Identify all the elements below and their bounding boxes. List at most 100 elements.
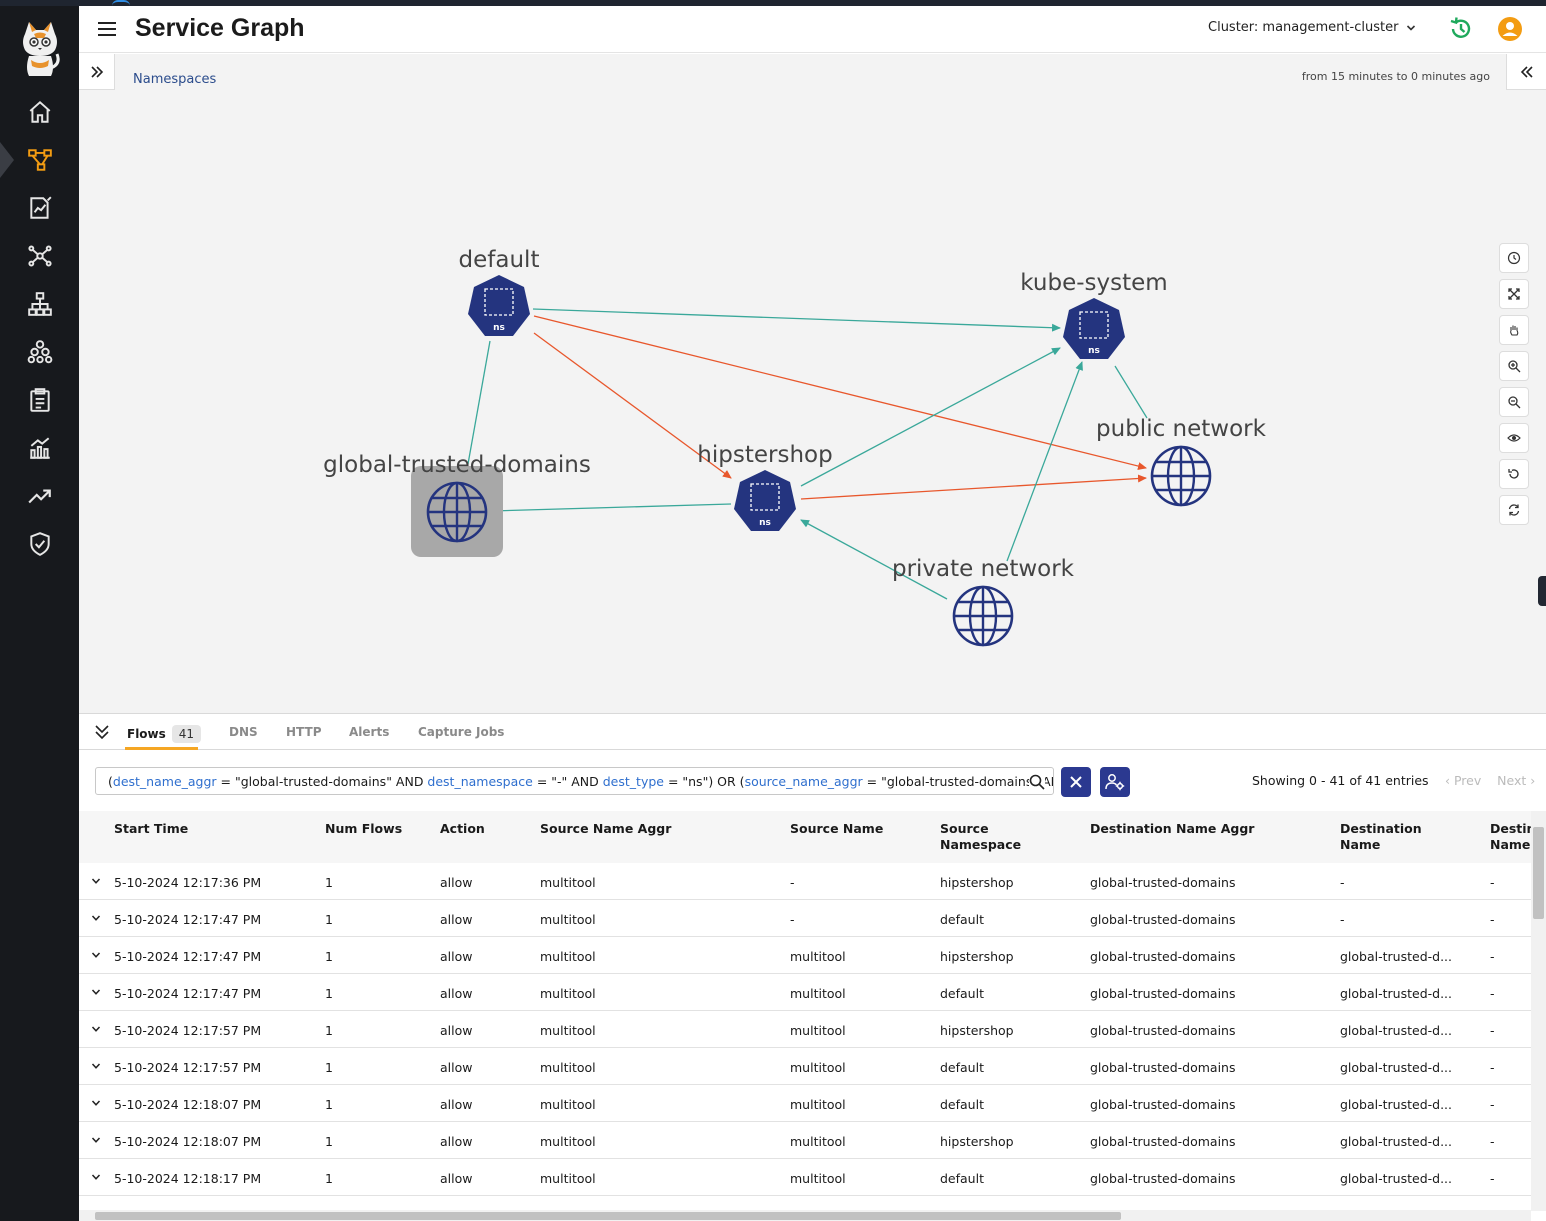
table-row[interactable]: 5-10-2024 12:17:47 PM1allowmultitoolmult…	[79, 937, 1531, 974]
row-expand-chevron-icon[interactable]	[91, 1061, 101, 1071]
sidebar-item-managed-clusters[interactable]	[0, 332, 79, 372]
refresh-icon	[1507, 503, 1521, 517]
zoom-in-icon	[1507, 359, 1521, 373]
service-graph-canvas[interactable]: Namespaces from 15 minutes to 0 minutes …	[79, 54, 1546, 714]
cell-num-flows: 1	[325, 1134, 333, 1149]
tab-flows[interactable]: Flows41	[127, 725, 201, 743]
active-tab-underline	[125, 747, 198, 750]
table-row[interactable]: 5-10-2024 12:17:57 PM1allowmultitoolmult…	[79, 1048, 1531, 1085]
sidebar-item-network[interactable]	[0, 236, 79, 276]
edge-private-kube-system[interactable]	[1007, 362, 1082, 561]
vertical-scrollbar[interactable]	[1531, 811, 1546, 1211]
row-expand-chevron-icon[interactable]	[91, 950, 101, 960]
row-expand-chevron-icon[interactable]	[91, 1172, 101, 1182]
row-expand-chevron-icon[interactable]	[91, 876, 101, 886]
horizontal-scroll-thumb[interactable]	[95, 1212, 1121, 1220]
time-tool-button[interactable]	[1499, 243, 1529, 273]
table-row[interactable]: 5-10-2024 12:17:47 PM1allowmultitoolmult…	[79, 974, 1531, 1011]
hamburger-menu-icon[interactable]	[97, 19, 117, 39]
col-num-flows[interactable]: Num Flows	[325, 821, 402, 837]
cell-num-flows: 1	[325, 875, 333, 890]
edge-hipstershop-public-network[interactable]	[801, 478, 1146, 499]
col-source-name[interactable]: Source Name	[790, 821, 883, 837]
tab-capture-jobs[interactable]: Capture Jobs	[418, 725, 504, 739]
edge-hipstershop-kube-system[interactable]	[801, 348, 1060, 486]
col-destination-namespace-line1: Destin	[1490, 821, 1531, 836]
sidebar-item-endpoints[interactable]	[0, 284, 79, 324]
edge-hipstershop-global-trusted[interactable]	[492, 504, 731, 511]
search-icon[interactable]	[1029, 774, 1045, 790]
sidebar-item-home[interactable]	[0, 92, 79, 132]
cell-num-flows: 1	[325, 1171, 333, 1186]
query-key: source_name_aggr	[745, 774, 863, 789]
tab-http[interactable]: HTTP	[286, 725, 321, 739]
edge-default-global-trusted[interactable]	[468, 341, 490, 464]
vertical-scroll-thumb[interactable]	[1533, 827, 1544, 919]
sidebar-item-activity[interactable]	[0, 476, 79, 516]
tab-alerts[interactable]: Alerts	[349, 725, 389, 739]
row-expand-chevron-icon[interactable]	[91, 1024, 101, 1034]
sidebar-item-compliance[interactable]	[0, 524, 79, 564]
table-row[interactable]: 5-10-2024 12:18:17 PM1allowmultitoolmult…	[79, 1159, 1531, 1196]
row-expand-chevron-icon[interactable]	[91, 987, 101, 997]
node-public-network-label: public network	[1096, 416, 1267, 442]
clear-filter-button[interactable]	[1061, 767, 1091, 797]
cluster-selector[interactable]: Cluster: management-cluster	[1208, 20, 1416, 35]
node-global-trusted-domains[interactable]	[411, 466, 503, 557]
double-chevron-down-icon[interactable]	[93, 723, 111, 741]
horizontal-scrollbar[interactable]	[79, 1210, 1531, 1221]
visibility-button[interactable]	[1499, 423, 1529, 453]
table-row[interactable]: 5-10-2024 12:17:36 PM1allowmultitool-hip…	[79, 863, 1531, 900]
col-action[interactable]: Action	[440, 821, 485, 837]
row-expand-chevron-icon[interactable]	[91, 1135, 101, 1145]
node-kube-system[interactable]: ns	[1063, 298, 1125, 359]
flow-query-input[interactable]: (dest_name_aggr = "global-trusted-domain…	[95, 767, 1054, 795]
col-start-time[interactable]: Start Time	[114, 821, 188, 837]
zoom-in-button[interactable]	[1499, 351, 1529, 381]
node-public-network[interactable]	[1152, 447, 1210, 505]
pan-tool-button[interactable]	[1499, 315, 1529, 345]
row-expand-chevron-icon[interactable]	[91, 1098, 101, 1108]
user-avatar-icon[interactable]	[1497, 16, 1523, 42]
cell-destination-name-aggr: global-trusted-domains	[1090, 1060, 1235, 1075]
sidebar-item-logs[interactable]	[0, 380, 79, 420]
cell-destination-namespace: -	[1490, 1171, 1495, 1186]
calico-cat-logo[interactable]	[17, 20, 63, 78]
edge-default-public-network[interactable]	[534, 316, 1146, 468]
edge-default-kube-system[interactable]	[533, 309, 1060, 328]
col-source-namespace[interactable]: SourceNamespace	[940, 821, 1021, 853]
next-page-button[interactable]: Next ›	[1497, 773, 1535, 788]
node-default[interactable]: ns	[468, 275, 530, 336]
side-panel-handle[interactable]	[1538, 576, 1546, 606]
col-source-name-aggr[interactable]: Source Name Aggr	[540, 821, 671, 837]
node-private-network[interactable]	[954, 587, 1012, 645]
table-row[interactable]: 5-10-2024 12:17:57 PM1allowmultitoolmult…	[79, 1011, 1531, 1048]
tab-dns[interactable]: DNS	[229, 725, 258, 739]
query-text: = "global-trusted-domains" AND	[863, 774, 1054, 789]
col-destination-name[interactable]: DestinationName	[1340, 821, 1422, 853]
row-expand-chevron-icon[interactable]	[91, 913, 101, 923]
fit-view-button[interactable]	[1499, 279, 1529, 309]
edge-kube-system-public-network[interactable]	[1115, 366, 1147, 418]
cell-source-name-aggr: multitool	[540, 1171, 596, 1186]
graph-drawing[interactable]: ns default ns kube-system ns hipstershop…	[79, 54, 1546, 714]
column-settings-button[interactable]	[1100, 767, 1130, 797]
sidebar-item-service-graph[interactable]	[0, 140, 79, 180]
cell-destination-namespace: -	[1490, 1134, 1495, 1149]
table-row[interactable]: 5-10-2024 12:18:07 PM1allowmultitoolmult…	[79, 1122, 1531, 1159]
col-destination-name-aggr[interactable]: Destination Name Aggr	[1090, 821, 1254, 837]
zoom-out-button[interactable]	[1499, 387, 1529, 417]
table-row[interactable]: 5-10-2024 12:18:07 PM1allowmultitoolmult…	[79, 1085, 1531, 1122]
node-hipstershop[interactable]: ns	[734, 470, 796, 531]
history-icon[interactable]	[1448, 16, 1474, 42]
reset-view-button[interactable]	[1499, 459, 1529, 489]
col-destination-namespace[interactable]: DestinNames	[1490, 821, 1531, 853]
refresh-button[interactable]	[1499, 495, 1529, 525]
table-row[interactable]: 5-10-2024 12:17:47 PM1allowmultitool-def…	[79, 900, 1531, 937]
sidebar-item-dashboards[interactable]	[0, 428, 79, 468]
cell-start-time: 5-10-2024 12:17:47 PM	[114, 912, 261, 927]
pagination: ‹ Prev Next ›	[1445, 773, 1535, 788]
cell-destination-namespace: -	[1490, 875, 1495, 890]
prev-page-button[interactable]: ‹ Prev	[1445, 773, 1481, 788]
sidebar-item-policies[interactable]	[0, 188, 79, 228]
